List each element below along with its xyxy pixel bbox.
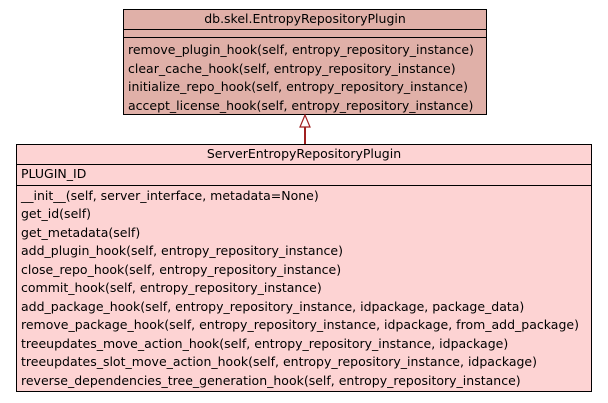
- base-method: accept_license_hook(self, entropy_reposi…: [128, 97, 474, 113]
- derived-class-attributes: PLUGIN_ID: [17, 165, 591, 186]
- derived-attribute: PLUGIN_ID: [21, 166, 87, 181]
- derived-method: remove_package_hook(self, entropy_reposi…: [21, 317, 579, 332]
- derived-method: get_id(self): [21, 206, 92, 221]
- derived-method: add_package_hook(self, entropy_repositor…: [21, 298, 525, 314]
- base-class-methods: remove_plugin_hook(self, entropy_reposit…: [124, 38, 486, 117]
- derived-method: reverse_dependencies_tree_generation_hoo…: [21, 372, 521, 388]
- base-class-box: db.skel.EntropyRepositoryPlugin remove_p…: [123, 9, 487, 115]
- derived-class-methods: __init__(self, server_interface, metadat…: [17, 186, 591, 393]
- derived-method: treeupdates_slot_move_action_hook(self, …: [21, 354, 538, 369]
- derived-method: add_plugin_hook(self, entropy_repository…: [21, 243, 343, 258]
- derived-method: __init__(self, server_interface, metadat…: [21, 187, 319, 203]
- derived-method: get_metadata(self): [21, 224, 141, 240]
- derived-method: treeupdates_move_action_hook(self, entro…: [21, 335, 509, 351]
- derived-class-name: ServerEntropyRepositoryPlugin: [17, 145, 591, 165]
- base-method: clear_cache_hook(self, entropy_repositor…: [128, 60, 456, 76]
- derived-method: close_repo_hook(self, entropy_repository…: [21, 261, 342, 277]
- base-method: initialize_repo_hook(self, entropy_repos…: [128, 79, 468, 94]
- base-method: remove_plugin_hook(self, entropy_reposit…: [128, 42, 474, 57]
- derived-class-box: ServerEntropyRepositoryPlugin PLUGIN_ID …: [16, 144, 592, 392]
- base-class-name: db.skel.EntropyRepositoryPlugin: [124, 10, 486, 30]
- derived-method: commit_hook(self, entropy_repository_ins…: [21, 280, 322, 295]
- base-class-attributes: [124, 30, 486, 38]
